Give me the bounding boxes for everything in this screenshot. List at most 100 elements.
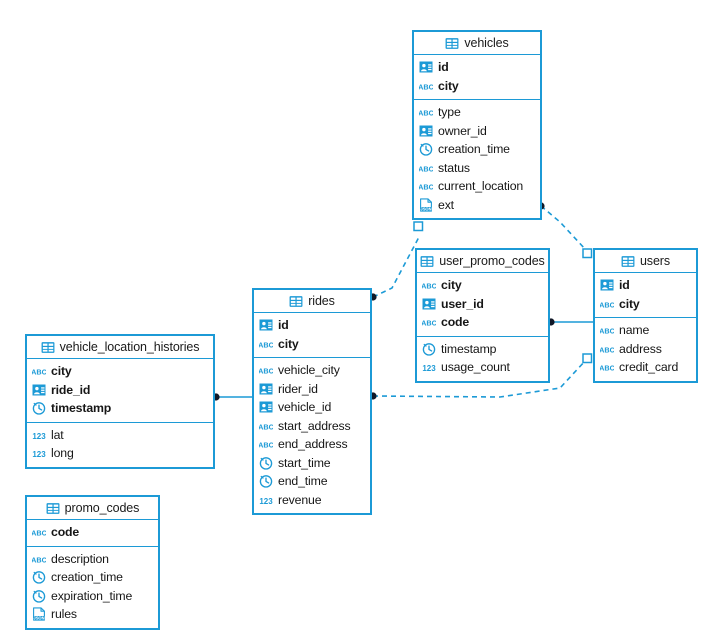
column-name: city	[278, 336, 299, 351]
column-row[interactable]: rider_id	[254, 380, 370, 399]
svg-text:ABC: ABC	[32, 368, 46, 377]
entity-title-bar[interactable]: promo_codes	[27, 497, 158, 520]
column-name: id	[619, 278, 630, 293]
column-name: city	[441, 278, 462, 293]
column-row[interactable]: owner_id	[414, 122, 540, 141]
column-name: user_id	[441, 296, 484, 311]
svg-text:123: 123	[259, 497, 273, 506]
key-person-icon	[422, 297, 436, 311]
column-name: vehicle_city	[278, 363, 340, 378]
svg-text:ABC: ABC	[259, 441, 273, 450]
column-name: rider_id	[278, 381, 318, 396]
column-row[interactable]: ride_id	[27, 381, 213, 400]
column-row[interactable]: ABC code	[27, 523, 158, 542]
entity-title-bar[interactable]: user_promo_codes	[417, 250, 548, 273]
number-icon: 123	[422, 360, 436, 374]
column-row[interactable]: creation_time	[27, 568, 158, 587]
column-row[interactable]: ABC city	[27, 362, 213, 381]
json-icon: JSON	[32, 607, 46, 621]
column-row[interactable]: timestamp	[27, 399, 213, 418]
clock-icon	[259, 474, 273, 488]
svg-text:123: 123	[32, 450, 46, 459]
abc-icon: ABC	[32, 525, 46, 539]
svg-text:ABC: ABC	[600, 300, 614, 309]
svg-text:ABC: ABC	[422, 319, 436, 328]
column-name: city	[51, 364, 72, 379]
column-name: status	[438, 160, 470, 175]
entity-name: rides	[308, 294, 335, 308]
entity-title-bar[interactable]: users	[595, 250, 696, 273]
svg-text:ABC: ABC	[259, 367, 273, 376]
svg-text:ABC: ABC	[600, 345, 614, 354]
column-name: code	[51, 525, 80, 540]
svg-text:JSON: JSON	[420, 206, 431, 211]
entity-title-bar[interactable]: vehicle_location_histories	[27, 336, 213, 359]
key-person-icon	[32, 383, 46, 397]
relationship-users-to-user-promo-codes[interactable]	[547, 318, 593, 326]
entity-name: user_promo_codes	[439, 254, 545, 268]
column-row[interactable]: start_time	[254, 454, 370, 473]
clock-icon	[419, 142, 433, 156]
abc-icon: ABC	[32, 552, 46, 566]
abc-icon: ABC	[422, 315, 436, 329]
key-person-icon	[259, 382, 273, 396]
column-name: id	[278, 318, 289, 333]
column-row[interactable]: id	[414, 58, 540, 77]
abc-icon: ABC	[419, 161, 433, 175]
column-row[interactable]: ABC status	[414, 159, 540, 178]
abc-icon: ABC	[259, 337, 273, 351]
column-row[interactable]: end_time	[254, 472, 370, 491]
column-row[interactable]: id	[254, 316, 370, 335]
column-name: start_time	[278, 455, 331, 470]
entity-title-bar[interactable]: vehicles	[414, 32, 540, 55]
column-name: creation_time	[51, 570, 123, 585]
abc-icon: ABC	[600, 323, 614, 337]
svg-text:123: 123	[32, 432, 46, 441]
column-name: credit_card	[619, 360, 679, 375]
column-name: name	[619, 323, 650, 338]
relationship-vehicle-location-histories-to-rides[interactable]	[212, 393, 252, 401]
column-row[interactable]: timestamp	[417, 340, 548, 359]
column-row[interactable]: ABC city	[254, 335, 370, 354]
entity-title-bar[interactable]: rides	[254, 290, 370, 313]
column-row[interactable]: creation_time	[414, 140, 540, 159]
column-row[interactable]: expiration_time	[27, 587, 158, 606]
column-row[interactable]: user_id	[417, 295, 548, 314]
column-row[interactable]: vehicle_id	[254, 398, 370, 417]
column-row[interactable]: id	[595, 276, 696, 295]
column-row[interactable]: ABC vehicle_city	[254, 361, 370, 380]
column-name: type	[438, 105, 461, 120]
column-row[interactable]: ABC name	[595, 321, 696, 340]
column-name: ride_id	[51, 382, 91, 397]
svg-text:ABC: ABC	[419, 183, 433, 192]
svg-text:ABC: ABC	[600, 364, 614, 373]
column-row[interactable]: ABC credit_card	[595, 358, 696, 377]
